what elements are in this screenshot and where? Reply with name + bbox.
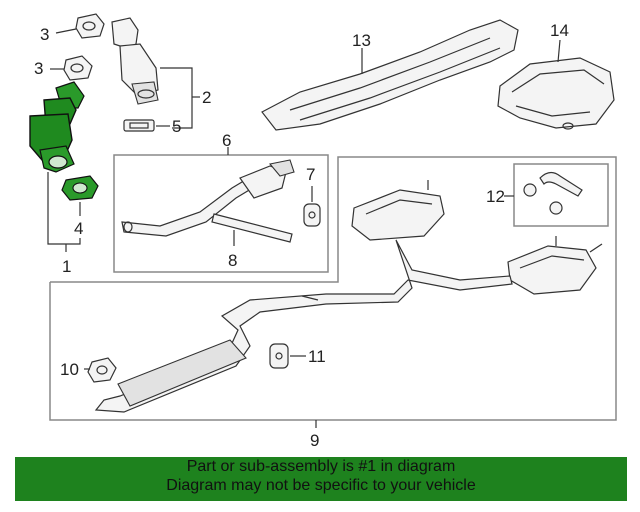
callout-12: 12 bbox=[486, 187, 505, 206]
front-pipe-part-6[interactable] bbox=[121, 159, 295, 237]
box-part-12 bbox=[513, 163, 609, 227]
callout-3-lower: 3 bbox=[34, 59, 43, 78]
catalytic-converter-assembly-part-1[interactable] bbox=[29, 81, 85, 173]
callout-4: 4 bbox=[74, 219, 83, 238]
callout-3-upper: 3 bbox=[40, 25, 49, 44]
gasket-part-10[interactable] bbox=[87, 357, 117, 383]
box-part-9 bbox=[49, 156, 617, 421]
leader-1-bracket bbox=[47, 172, 81, 245]
insulator-kit-part-12[interactable] bbox=[523, 171, 583, 215]
hanger-part-11[interactable] bbox=[269, 343, 289, 369]
heat-shield-part-13[interactable] bbox=[261, 19, 519, 131]
gasket-part-3-lower[interactable] bbox=[63, 55, 93, 81]
callout-8: 8 bbox=[228, 251, 237, 270]
callout-2: 2 bbox=[202, 88, 211, 107]
banner-line-1: Part or sub-assembly is #1 in diagram bbox=[186, 458, 456, 475]
notice-banner: Part or sub-assembly is #1 in diagram Di… bbox=[15, 457, 627, 501]
callout-13: 13 bbox=[352, 31, 371, 50]
hanger-part-7[interactable] bbox=[303, 203, 321, 227]
callout-5: 5 bbox=[172, 117, 181, 136]
rear-exhaust-assembly-part-9[interactable] bbox=[94, 180, 603, 413]
callout-11: 11 bbox=[308, 347, 326, 366]
leader-14 bbox=[557, 39, 561, 63]
gasket-part-5[interactable] bbox=[123, 119, 155, 132]
callout-6: 6 bbox=[222, 131, 231, 150]
flange-gasket-part-4[interactable] bbox=[61, 175, 99, 201]
callout-7: 7 bbox=[306, 165, 315, 184]
callout-1: 1 bbox=[62, 257, 71, 276]
callout-14: 14 bbox=[550, 21, 569, 40]
catalytic-converter-part-2[interactable] bbox=[111, 17, 159, 105]
leader-3a bbox=[55, 28, 77, 34]
bracket-part-8[interactable] bbox=[211, 213, 293, 243]
heat-shield-part-14[interactable] bbox=[497, 57, 615, 130]
gasket-part-3-upper[interactable] bbox=[75, 13, 105, 39]
banner-line-2: Diagram may not be specific to your vehi… bbox=[166, 477, 476, 494]
callout-9: 9 bbox=[310, 431, 319, 450]
callout-10: 10 bbox=[60, 360, 79, 379]
box-part-6 bbox=[113, 154, 329, 273]
leader-2 bbox=[160, 67, 193, 129]
